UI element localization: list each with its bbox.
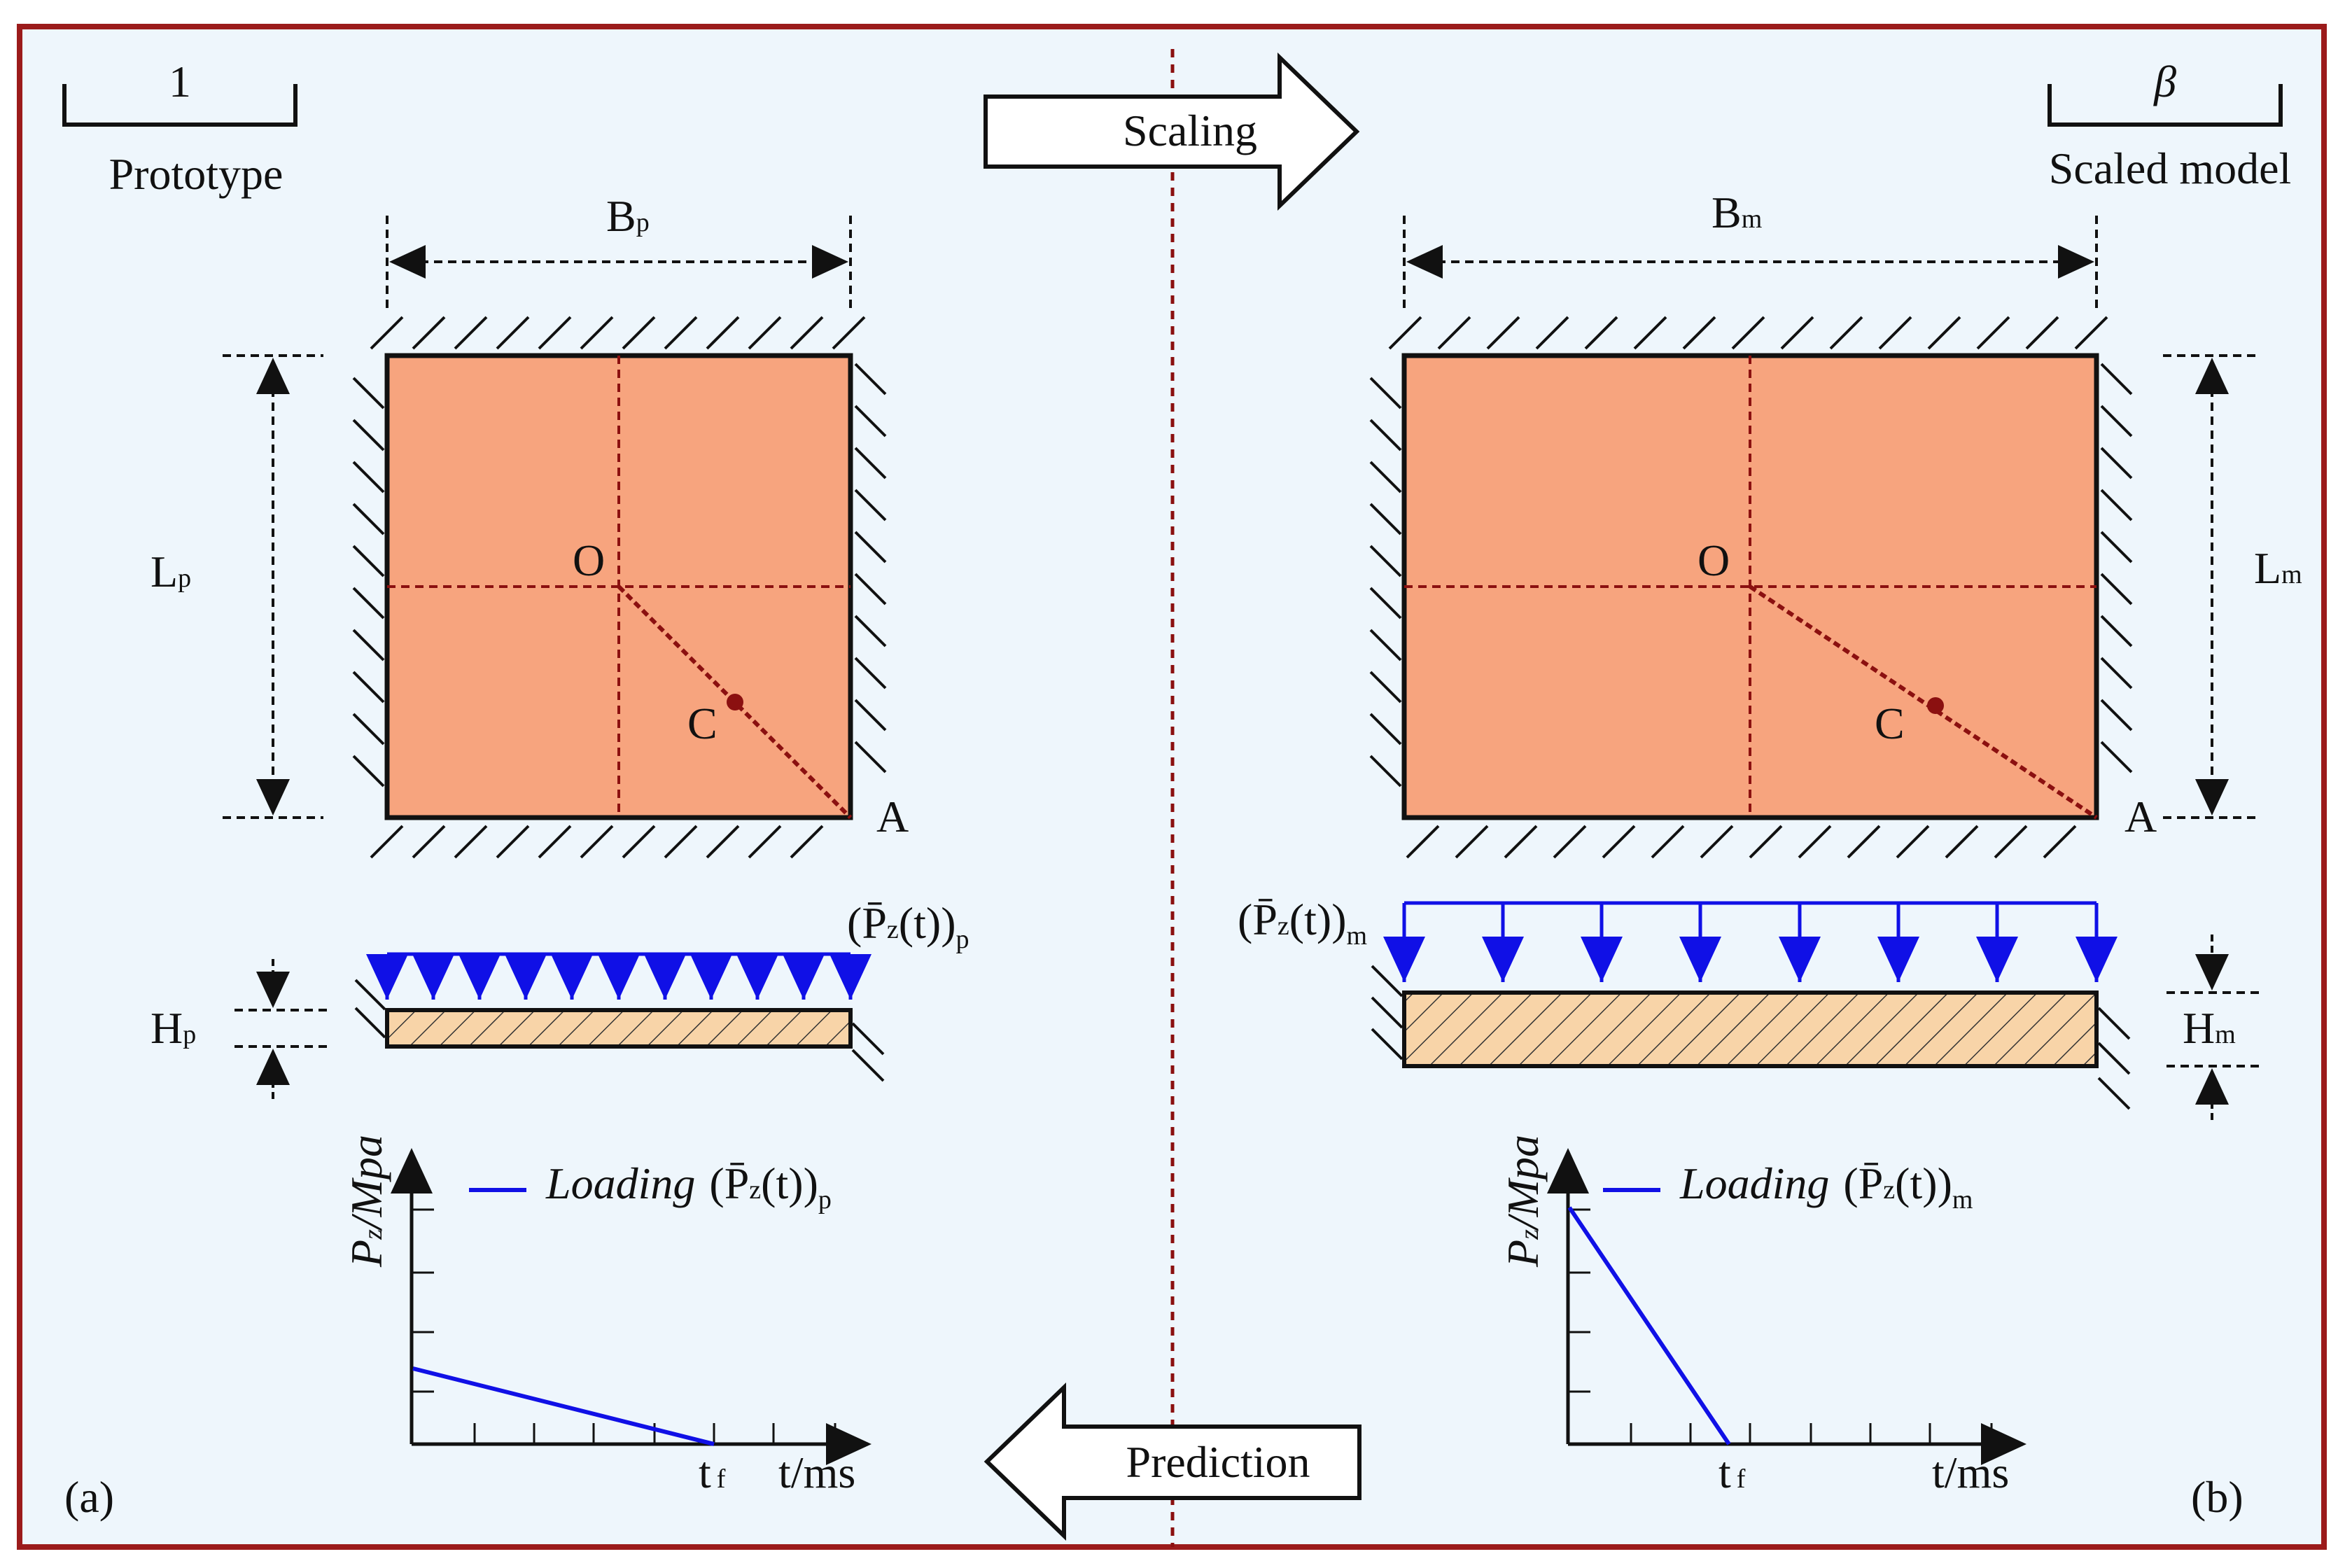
scaled-thickness-label: H [2183, 1003, 2215, 1053]
scaled-point-c: C [1875, 699, 1905, 748]
svg-text:(P̄z(t))m: (P̄z(t))m [1238, 895, 1367, 951]
scaled-width-label: B [1712, 188, 1742, 237]
prototype-load-sub: p [956, 925, 969, 954]
prototype-thickness-label: H [150, 1003, 183, 1053]
scaled-model-scale-bracket: β [2047, 57, 2283, 127]
scaled-load-formula-mid: (t)) [1289, 895, 1347, 944]
prototype-legend-formula-mid: (t)) [761, 1158, 818, 1208]
scaled-plot-y-label: P [1498, 1240, 1548, 1268]
svg-text:Bp: Bp [606, 191, 650, 241]
prototype-cross-section: Hp [150, 959, 885, 1099]
prototype-distributed-load [366, 952, 872, 1000]
svg-text:Hp: Hp [150, 1003, 196, 1053]
scaled-plot-y-sub: z [1515, 1229, 1544, 1240]
prototype-point-c: C [687, 699, 718, 748]
svg-text:tf: tf [1718, 1448, 1746, 1497]
prediction-arrow: Prediction [983, 1382, 1362, 1541]
scaled-fixed-support-hatching [1369, 316, 2133, 859]
panel-a-tag: (a) [64, 1472, 114, 1522]
svg-text:Lp: Lp [150, 547, 191, 596]
prototype-load-formula-mid: (t)) [899, 898, 956, 948]
prototype-width-label: B [606, 191, 636, 241]
scaled-diagonal-oa [1749, 584, 2098, 820]
scaling-arrow: Scaling [983, 52, 1360, 211]
prototype-point-a: A [876, 792, 909, 841]
prototype-load-curve [412, 1366, 715, 1446]
prototype-legend-sub: p [818, 1185, 832, 1214]
prototype-plot-y-unit: /Mpa [342, 1135, 391, 1231]
scaled-width-dimension: Bm [1403, 188, 2098, 308]
scaled-load-formula: (P̄ [1238, 895, 1278, 944]
scaled-thickness-sub: m [2215, 1020, 2236, 1049]
scaled-load-curve [1567, 1206, 1731, 1446]
scaled-point-o: O [1698, 536, 1730, 585]
svg-text:Pz/Mpa: Pz/Mpa [1498, 1135, 1548, 1268]
scaled-plot-tf-sub: f [1737, 1464, 1746, 1494]
scaled-load-sub: m [1347, 921, 1368, 951]
scaled-length-dimension: Lm [2163, 354, 2302, 819]
prototype-plot-x-label: t/ms [778, 1448, 855, 1497]
prototype-point-o: O [573, 536, 605, 585]
scaled-legend-text: Loading [1679, 1158, 1829, 1208]
scaled-distributed-load [1383, 901, 2118, 982]
svg-text:Loading(P̄z(t))p: Loading (P̄z(t))p [545, 1158, 832, 1214]
prototype-load-formula: (P̄ [847, 898, 887, 948]
prototype-load-z: z [887, 915, 899, 944]
prototype-plot-y-label: P [342, 1240, 391, 1268]
prototype-length-sub: p [178, 564, 191, 593]
prototype-scale-bracket: 1 [62, 57, 298, 127]
prototype-plot-y-sub: z [358, 1229, 388, 1240]
scaling-arrow-label: Scaling [1123, 106, 1257, 155]
prototype-panel: Bp Lp [64, 191, 969, 1522]
scaled-length-label: L [2254, 543, 2281, 593]
prototype-fixed-support-hatching [352, 316, 887, 859]
svg-text:Bm: Bm [1712, 188, 1762, 237]
prototype-legend-text: Loading [545, 1158, 695, 1208]
panel-b-tag: (b) [2191, 1472, 2244, 1522]
svg-text:(P̄z(t))p: (P̄z(t))p [847, 898, 969, 954]
svg-text:tf: tf [699, 1448, 726, 1497]
svg-text:Loading(P̄z(t))m: Loading (P̄z(t))m [1679, 1158, 1973, 1214]
scaled-point-c-marker [1927, 697, 1944, 714]
scaled-plot-y-unit: /Mpa [1498, 1135, 1548, 1231]
scaled-point-a: A [2124, 792, 2157, 841]
prototype-width-sub: p [636, 208, 650, 237]
prediction-arrow-label: Prediction [1126, 1437, 1310, 1487]
scaled-model-panel: Bm Lm [1238, 188, 2302, 1522]
prototype-scale-value: 1 [169, 57, 191, 106]
prototype-legend-formula: (P̄ [709, 1158, 749, 1208]
prototype-plot-tf-sub: f [717, 1464, 726, 1494]
prototype-width-dimension: Bp [386, 191, 852, 308]
scaled-plot-tf: t [1718, 1448, 1731, 1497]
scaled-legend-sub: m [1952, 1185, 1973, 1214]
scaled-model-title: Scaled model [2049, 144, 2292, 193]
scaled-plot-x-label: t/ms [1932, 1448, 2009, 1497]
prototype-length-label: L [150, 547, 178, 596]
scaled-length-sub: m [2281, 560, 2302, 589]
prototype-legend-z: z [749, 1175, 761, 1205]
scaled-load-z: z [1278, 911, 1289, 941]
prototype-point-c-marker [727, 694, 743, 710]
scaled-legend-formula: (P̄ [1843, 1158, 1883, 1208]
scaled-legend-z: z [1883, 1175, 1895, 1205]
scaled-width-sub: m [1742, 204, 1763, 234]
scaled-legend-formula-mid: (t)) [1895, 1158, 1952, 1208]
prototype-plot-tf: t [699, 1448, 711, 1497]
prototype-thickness-sub: p [183, 1020, 196, 1049]
svg-text:Hm: Hm [2183, 1003, 2236, 1053]
svg-text:Pz/Mpa: Pz/Mpa [342, 1135, 391, 1268]
scaled-model-scale-value: β [2152, 57, 2176, 106]
prototype-title: Prototype [109, 149, 284, 199]
scaled-cross-section: Hm [1371, 934, 2264, 1120]
svg-text:Lm: Lm [2254, 543, 2302, 593]
prototype-length-dimension: Lp [150, 354, 323, 819]
